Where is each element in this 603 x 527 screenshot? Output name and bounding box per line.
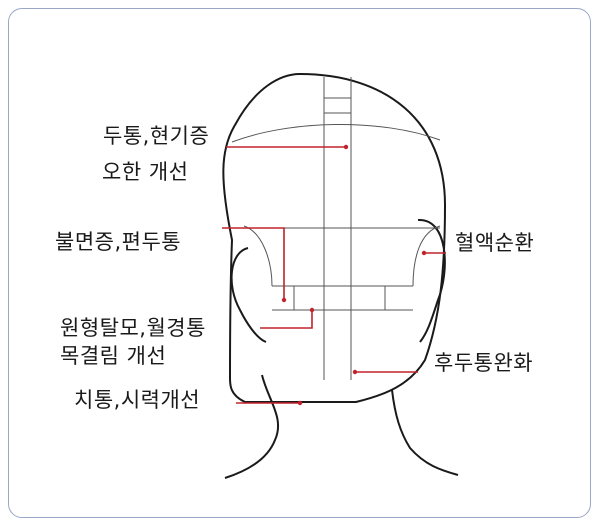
neck-left: [224, 374, 280, 479]
label-toothache: 치통,시력개선: [74, 388, 201, 412]
left-ear: [230, 247, 267, 343]
label-headache-line2: 오한 개선: [102, 160, 189, 184]
diagram-frame: [8, 8, 591, 518]
pointer-dots: [281, 144, 427, 406]
label-headache-line1: 두통,현기증: [103, 124, 210, 148]
label-hairloss-line2: 목결림 개선: [60, 344, 167, 368]
label-occipital: 후두통완화: [434, 351, 534, 375]
head-outline: [222, 72, 447, 403]
label-insomnia: 불면증,편두통: [55, 230, 182, 254]
label-hairloss-line1: 원형탈모,월경통: [60, 316, 206, 340]
neck-right: [391, 389, 459, 476]
pointer-lines: [222, 146, 446, 404]
label-circulation: 혈액순환: [455, 231, 535, 255]
